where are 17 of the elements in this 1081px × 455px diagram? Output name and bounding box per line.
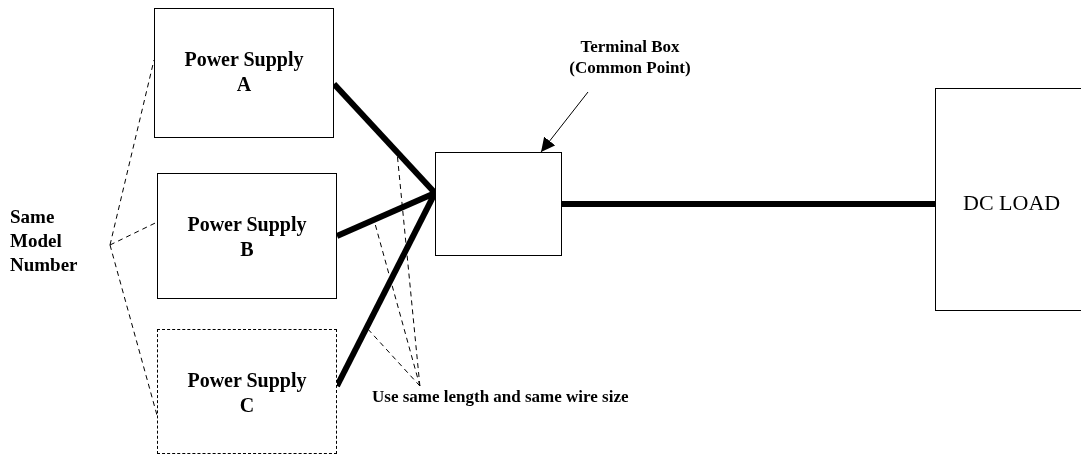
callout-text: Same Model Number [10, 205, 79, 277]
leader-line [365, 326, 421, 387]
box-label: DC LOAD [963, 189, 1062, 217]
callout-text: Use same length and same wire size [372, 386, 630, 408]
power-supply-box [157, 329, 337, 454]
box-label: Power Supply B [186, 212, 308, 262]
terminal-box [435, 152, 562, 256]
load-box [935, 88, 1081, 311]
terminal-box-label: Terminal Box (Common Point) [568, 36, 692, 79]
leader-line [109, 221, 158, 246]
power-supply-box [154, 8, 334, 138]
box-label: Power Supply A [183, 47, 305, 97]
leader-arrow [540, 91, 589, 153]
power-supply-box [157, 173, 337, 299]
box-label: Power Supply C [186, 368, 308, 418]
leader-line [109, 244, 158, 416]
wire [562, 200, 935, 207]
